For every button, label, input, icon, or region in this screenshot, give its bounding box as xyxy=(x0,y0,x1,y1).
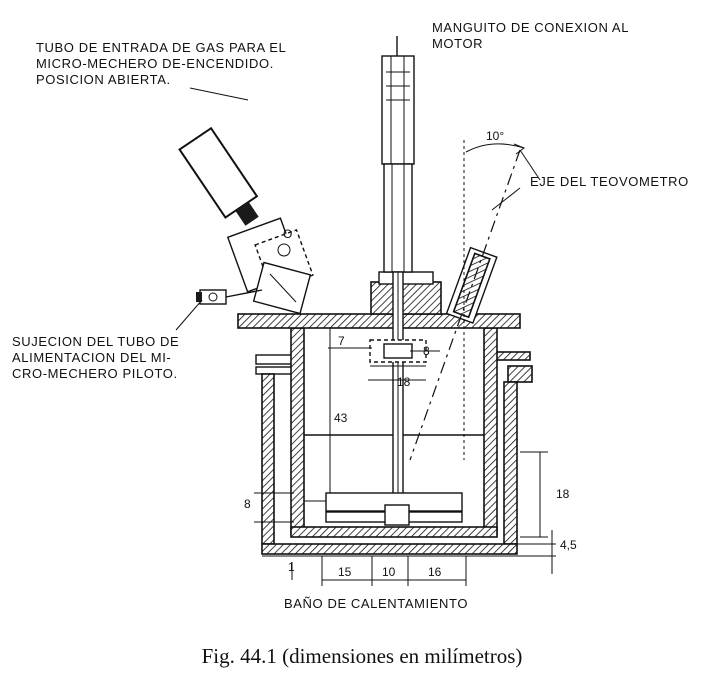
shaft-upper xyxy=(383,163,413,273)
dim-4-5: 4,5 xyxy=(560,538,577,552)
label-manguito-2: MOTOR xyxy=(432,36,483,51)
dim-10: 10 xyxy=(382,565,396,579)
angle-label: 10° xyxy=(486,129,504,143)
bath-right-flange xyxy=(495,351,531,361)
dim-7: 7 xyxy=(338,334,345,348)
stirrer-blade xyxy=(304,492,463,526)
label-sujecion-2: ALIMENTACION DEL MI- xyxy=(12,350,171,365)
dim-18-right: 18 xyxy=(556,487,570,501)
label-sujecion-1: SUJECION DEL TUBO DE xyxy=(12,334,179,349)
bath-right-rim xyxy=(507,365,533,383)
lid-boss xyxy=(370,281,442,315)
label-tubo-3: POSICION ABIERTA. xyxy=(36,72,171,87)
pilot-tube-clamp xyxy=(199,289,227,305)
inner-left-wall xyxy=(290,327,305,535)
lid xyxy=(237,271,521,329)
bath-left-flange-lower xyxy=(255,366,295,375)
bath-right-wall xyxy=(503,381,518,545)
dimensions: 43 7 8 18 18 4,5 8 1 15 10 16 xyxy=(244,328,577,586)
dim-8: 8 xyxy=(423,344,430,358)
label-manguito: MANGUITO DE CONEXION AL xyxy=(432,20,629,35)
label-tubo-1: TUBO DE ENTRADA DE GAS PARA EL xyxy=(36,40,286,55)
bath-bottom xyxy=(261,543,518,555)
label-eje: EJE DEL TEOVOMETRO xyxy=(530,174,689,189)
inner-bottom xyxy=(290,526,498,538)
figure-caption: Fig. 44.1 (dimensiones en milímetros) xyxy=(202,644,523,668)
lid-plate xyxy=(237,313,521,329)
heating-bath xyxy=(255,351,533,557)
dim-43: 43 xyxy=(334,411,348,425)
stirrer-shaft xyxy=(381,36,415,523)
open-position-marker: O xyxy=(283,227,292,241)
dim-18-top: 18 xyxy=(397,375,411,389)
thermometer-axis xyxy=(409,149,521,461)
inner-right-wall xyxy=(483,327,498,535)
micro-burner-assembly: O xyxy=(178,126,314,315)
label-bano: BAÑO DE CALENTAMIENTO xyxy=(284,596,468,611)
leader-lines xyxy=(175,87,521,331)
bath-left-flange xyxy=(255,354,295,365)
thermometer: 10° xyxy=(409,129,541,461)
label-sujecion-3: CRO-MECHERO PILOTO. xyxy=(12,366,178,381)
label-tubo-2: MICRO-MECHERO DE-ENCENDIDO. xyxy=(36,56,274,71)
inner-vessel xyxy=(290,327,498,538)
dim-16: 16 xyxy=(428,565,442,579)
bath-left-wall xyxy=(261,373,275,545)
dim-15: 15 xyxy=(338,565,352,579)
dim-8-left: 8 xyxy=(244,497,251,511)
upper-collar xyxy=(368,339,427,381)
